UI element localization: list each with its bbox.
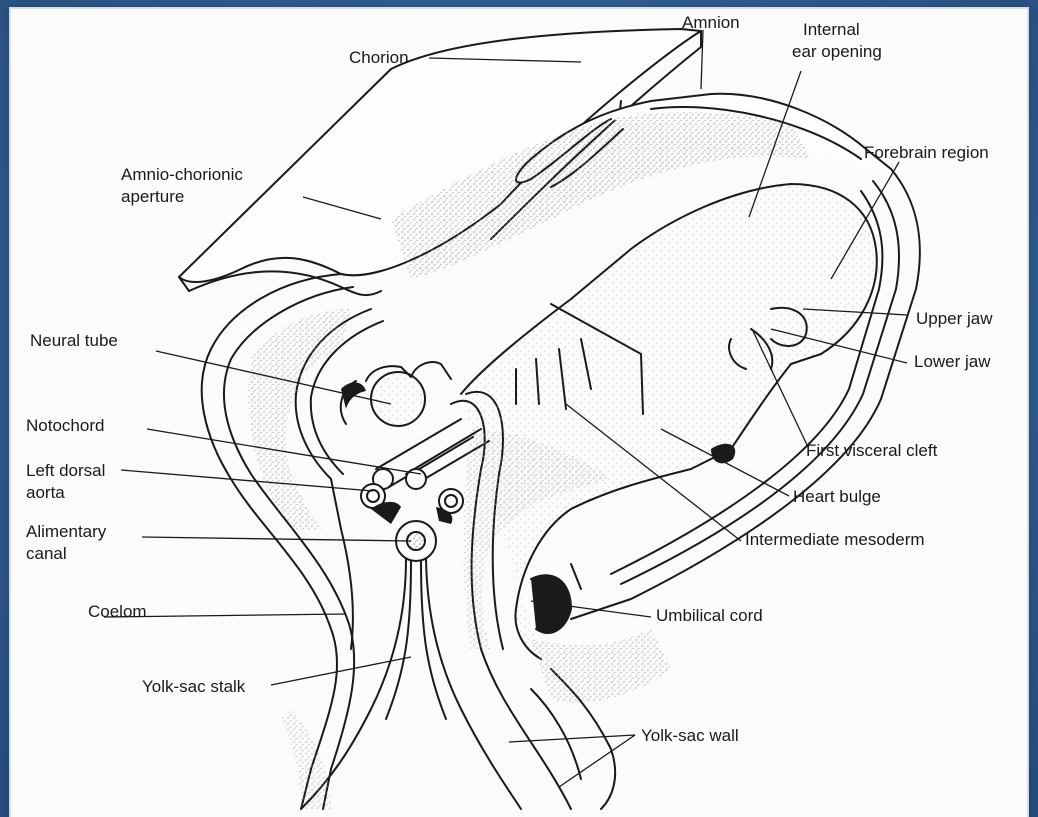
- label-yolk-sac-stalk: Yolk-sac stalk: [142, 677, 245, 697]
- label-neural-tube: Neural tube: [30, 331, 118, 351]
- label-left-dorsal-aorta-1: Left dorsal: [26, 461, 105, 481]
- embryo-body: [461, 184, 877, 659]
- neural-tube-shape: [371, 372, 425, 426]
- label-lower-jaw: Lower jaw: [914, 352, 991, 372]
- label-internal-ear-opening-2: ear opening: [792, 42, 882, 62]
- label-amnion: Amnion: [682, 13, 740, 33]
- label-intermediate-mesoderm: Intermediate mesoderm: [745, 530, 925, 550]
- label-alimentary-canal-1: Alimentary: [26, 522, 106, 542]
- label-amnio-chorionic-2: aperture: [121, 187, 184, 207]
- label-notochord: Notochord: [26, 416, 104, 436]
- label-upper-jaw: Upper jaw: [916, 309, 993, 329]
- label-forebrain-region: Forebrain region: [864, 143, 989, 163]
- label-amnio-chorionic-1: Amnio-chorionic: [121, 165, 243, 185]
- diagram-panel: Chorion Amnion Internal ear opening Fore…: [11, 9, 1027, 817]
- label-left-dorsal-aorta-2: aorta: [26, 483, 65, 503]
- label-umbilical-cord: Umbilical cord: [656, 606, 763, 626]
- label-coelom: Coelom: [88, 602, 147, 622]
- label-internal-ear-opening-1: Internal: [803, 20, 860, 40]
- label-chorion: Chorion: [349, 48, 409, 68]
- label-heart-bulge: Heart bulge: [793, 487, 881, 507]
- label-first-visceral-cleft: First visceral cleft: [806, 441, 937, 461]
- label-alimentary-canal-2: canal: [26, 544, 67, 564]
- label-yolk-sac-wall: Yolk-sac wall: [641, 726, 739, 746]
